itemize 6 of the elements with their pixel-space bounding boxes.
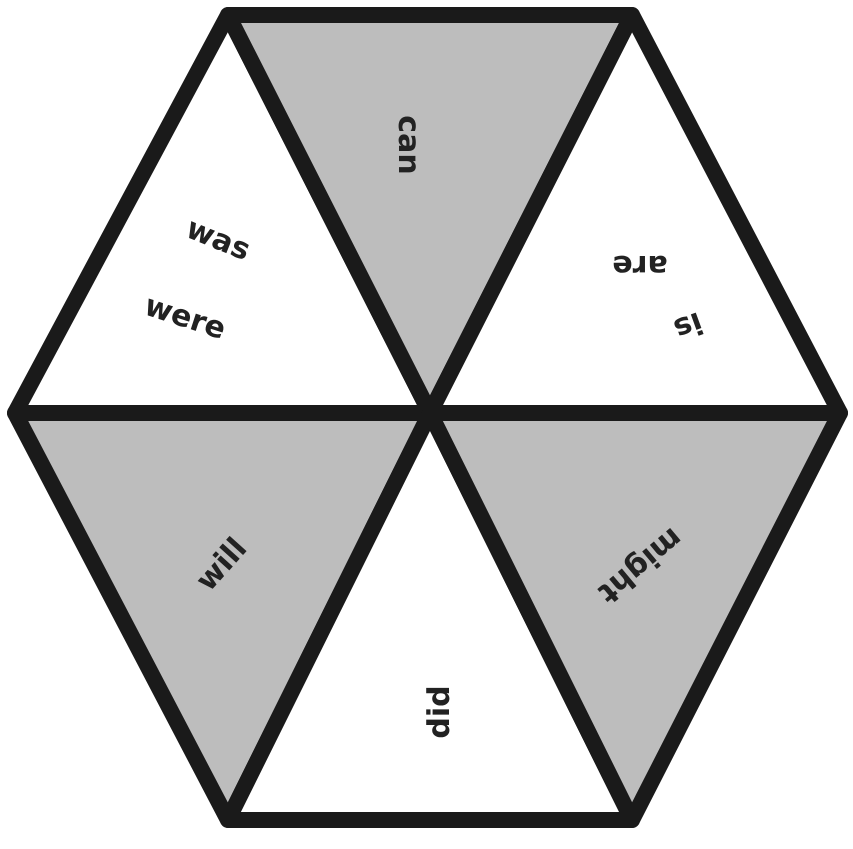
word-label: were [140,290,230,346]
word-label: is [670,306,706,344]
word-label: are [612,250,668,280]
word-label: can [393,115,423,175]
word-label: did [425,685,455,739]
word-label: was [182,214,254,266]
